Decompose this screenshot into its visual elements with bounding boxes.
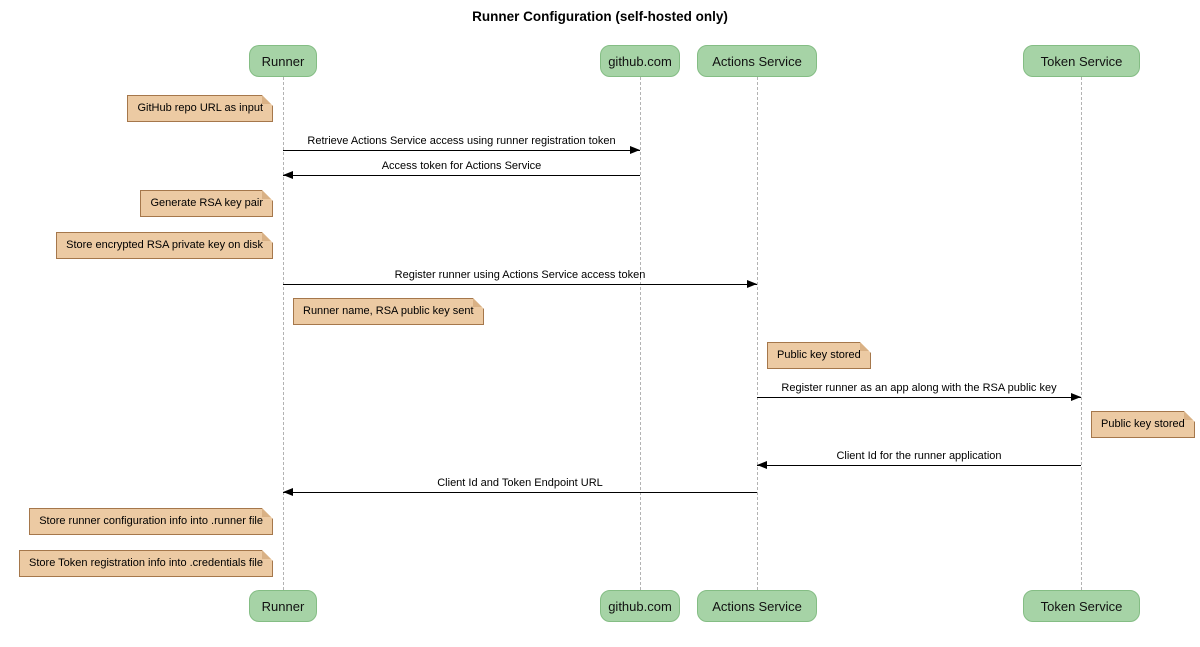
participant-label: Token Service [1040, 53, 1123, 69]
note-generate-rsa-key-pair: Generate RSA key pair [140, 190, 273, 217]
message-label: Client Id and Token Endpoint URL [437, 477, 603, 489]
participant-runner-top: Runner [249, 45, 317, 77]
note-store-token-registration: Store Token registration info into .cred… [19, 550, 273, 577]
message-label: Register runner using Actions Service ac… [394, 269, 646, 281]
message-client-id-for-runner-application: Client Id for the runner application [757, 448, 1081, 469]
note-label: Store runner configuration info into .ru… [39, 515, 263, 527]
participant-label: Token Service [1040, 598, 1123, 614]
participant-actions-service-bottom: Actions Service [697, 590, 817, 622]
note-label: Store Token registration info into .cred… [29, 557, 263, 569]
participant-label: Runner [261, 598, 305, 614]
participant-token-service-bottom: Token Service [1023, 590, 1140, 622]
message-label: Access token for Actions Service [381, 160, 542, 172]
lifeline-github [640, 77, 641, 590]
note-fold-icon [262, 508, 273, 519]
message-arrow-right [283, 146, 640, 154]
message-label: Retrieve Actions Service access using ru… [307, 135, 616, 147]
diagram-title: Runner Configuration (self-hosted only) [472, 9, 728, 24]
note-store-runner-configuration: Store runner configuration info into .ru… [29, 508, 273, 535]
note-label: Public key stored [777, 349, 861, 361]
note-runner-name-rsa-public-key-sent: Runner name, RSA public key sent [293, 298, 484, 325]
participant-label: github.com [608, 598, 672, 614]
message-arrow-left [757, 461, 1081, 469]
message-label: Client Id for the runner application [836, 450, 1002, 462]
lifeline-actions-service [757, 77, 758, 590]
message-arrow-right [283, 280, 757, 288]
note-label: Runner name, RSA public key sent [303, 305, 474, 317]
message-register-runner-as-app: Register runner as an app along with the… [757, 380, 1081, 401]
message-arrow-left [283, 171, 640, 179]
note-public-key-stored-token: Public key stored [1091, 411, 1195, 438]
note-public-key-stored-actions: Public key stored [767, 342, 871, 369]
note-fold-icon [859, 342, 871, 353]
message-access-token-for-actions-service: Access token for Actions Service [283, 158, 640, 179]
note-label: Generate RSA key pair [150, 197, 263, 209]
lifeline-runner [283, 77, 284, 590]
participant-label: Actions Service [712, 53, 802, 69]
message-arrow-left [283, 488, 757, 496]
participant-label: Actions Service [712, 598, 802, 614]
note-label: Public key stored [1101, 418, 1185, 430]
note-fold-icon [262, 550, 273, 561]
message-label: Register runner as an app along with the… [781, 382, 1057, 394]
note-github-repo-url: GitHub repo URL as input [127, 95, 273, 122]
note-label: GitHub repo URL as input [137, 102, 263, 114]
participant-label: github.com [608, 53, 672, 69]
participant-token-service-top: Token Service [1023, 45, 1140, 77]
note-fold-icon [262, 232, 273, 243]
message-arrow-right [757, 393, 1081, 401]
message-retrieve-actions-service-access: Retrieve Actions Service access using ru… [283, 133, 640, 154]
note-label: Store encrypted RSA private key on disk [66, 239, 263, 251]
note-fold-icon [262, 95, 273, 106]
participant-github-bottom: github.com [600, 590, 680, 622]
message-client-id-and-token-endpoint-url: Client Id and Token Endpoint URL [283, 475, 757, 496]
note-fold-icon [472, 298, 484, 309]
participant-runner-bottom: Runner [249, 590, 317, 622]
note-fold-icon [1183, 411, 1195, 422]
lifeline-token-service [1081, 77, 1082, 590]
participant-github-top: github.com [600, 45, 680, 77]
participant-actions-service-top: Actions Service [697, 45, 817, 77]
note-store-encrypted-rsa-private-key: Store encrypted RSA private key on disk [56, 232, 273, 259]
participant-label: Runner [261, 53, 305, 69]
message-register-runner: Register runner using Actions Service ac… [283, 267, 757, 288]
note-fold-icon [262, 190, 273, 201]
